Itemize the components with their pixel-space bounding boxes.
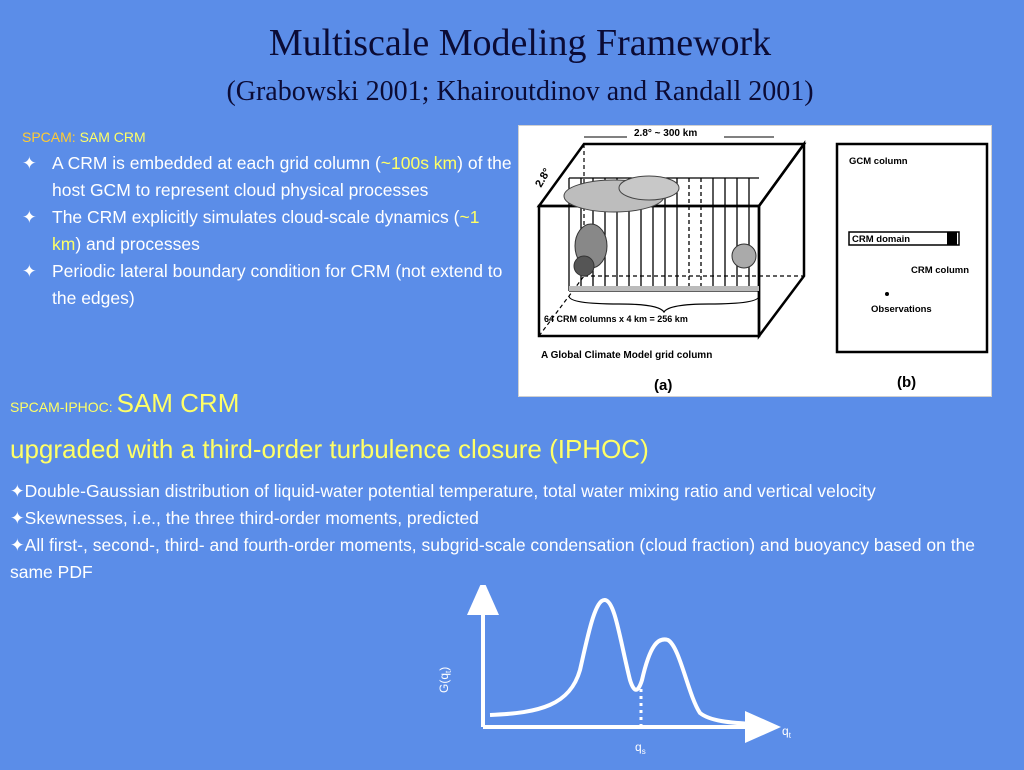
iphoc-bullets: ✦Double-Gaussian distribution of liquid-… — [10, 478, 1010, 586]
bullet-text: The CRM explicitly simulates cloud-scale… — [52, 207, 460, 227]
spcam-model: SAM CRM — [79, 129, 146, 145]
gcm-grid-figure: 2.8° ~ 300 km 2.8° — [518, 125, 992, 397]
bullet-text: ) of the host GCM to represent cloud phy… — [52, 153, 512, 200]
spcam-prefix: SPCAM: — [22, 129, 80, 145]
panel-a-label: (a) — [654, 377, 672, 394]
slide-title: Multiscale Modeling Framework — [268, 22, 772, 64]
spcam-bullets: ✦ A CRM is embedded at each grid column … — [22, 150, 512, 312]
figure-caption: A Global Climate Model grid column — [541, 350, 712, 361]
bullet-text: ) and processes — [75, 234, 200, 254]
top-dimension-label: 2.8° ~ 300 km — [634, 128, 697, 139]
bullet-text: Double-Gaussian distribution of liquid-w… — [24, 481, 876, 501]
four-pointed-star-icon: ✦ — [10, 508, 25, 528]
slide-subtitle: (Grabowski 2001; Khairoutdinov and Randa… — [226, 76, 814, 107]
four-pointed-star-icon: ✦ — [10, 535, 25, 555]
four-pointed-star-icon: ✦ — [22, 261, 37, 281]
side-dimension-label: 2.8° — [533, 166, 553, 189]
spcam-bullet-1: ✦ A CRM is embedded at each grid column … — [22, 150, 512, 204]
iphoc-upgrade-heading: upgraded with a third-order turbulence c… — [10, 434, 649, 464]
bullet-highlight: ~100s km — [380, 153, 458, 173]
four-pointed-star-icon: ✦ — [22, 153, 37, 173]
iphoc-bullet-1: ✦Double-Gaussian distribution of liquid-… — [10, 478, 1010, 505]
bullet-text: A CRM is embedded at each grid column ( — [52, 153, 381, 173]
legend-gcm-column: GCM column — [849, 156, 908, 167]
pdf-curve — [489, 598, 756, 726]
x-axis-label: qt — [782, 724, 792, 740]
spcam-bullet-3: ✦ Periodic lateral boundary condition fo… — [22, 258, 512, 312]
iphoc-bullet-3: ✦All first-, second-, third- and fourth-… — [10, 532, 1000, 586]
spcam-iphoc-prefix: SPCAM-IPHOC: — [10, 399, 117, 415]
legend-crm-column: CRM column — [911, 265, 969, 276]
bullet-text: All first-, second-, third- and fourth-o… — [10, 535, 976, 582]
bottom-dimension-label: 64 CRM columns x 4 km = 256 km — [544, 314, 688, 324]
four-pointed-star-icon: ✦ — [10, 481, 25, 501]
qs-label: qs — [635, 740, 646, 756]
spcam-iphoc-model: SAM CRM — [116, 388, 240, 418]
double-gaussian-pdf-plot: G(qt) qt qs — [420, 579, 820, 765]
legend-observations: Observations — [871, 304, 932, 315]
spcam-header: SPCAM: SAM CRM — [22, 129, 146, 145]
legend-crm-domain: CRM domain — [852, 234, 910, 245]
bullet-text: Skewnesses, i.e., the three third-order … — [24, 508, 479, 528]
bullet-highlight: ~1 km — [52, 207, 480, 254]
spcam-iphoc-header: SPCAM-IPHOC: SAM CRM — [10, 388, 239, 419]
spcam-bullet-2: ✦ The CRM explicitly simulates cloud-sca… — [22, 204, 512, 258]
panel-b-label: (b) — [897, 374, 916, 391]
iphoc-bullet-2: ✦Skewnesses, i.e., the three third-order… — [10, 505, 1010, 532]
four-pointed-star-icon: ✦ — [22, 207, 37, 227]
y-axis-label: G(qt) — [437, 667, 453, 693]
bullet-text: Periodic lateral boundary condition for … — [52, 261, 503, 308]
